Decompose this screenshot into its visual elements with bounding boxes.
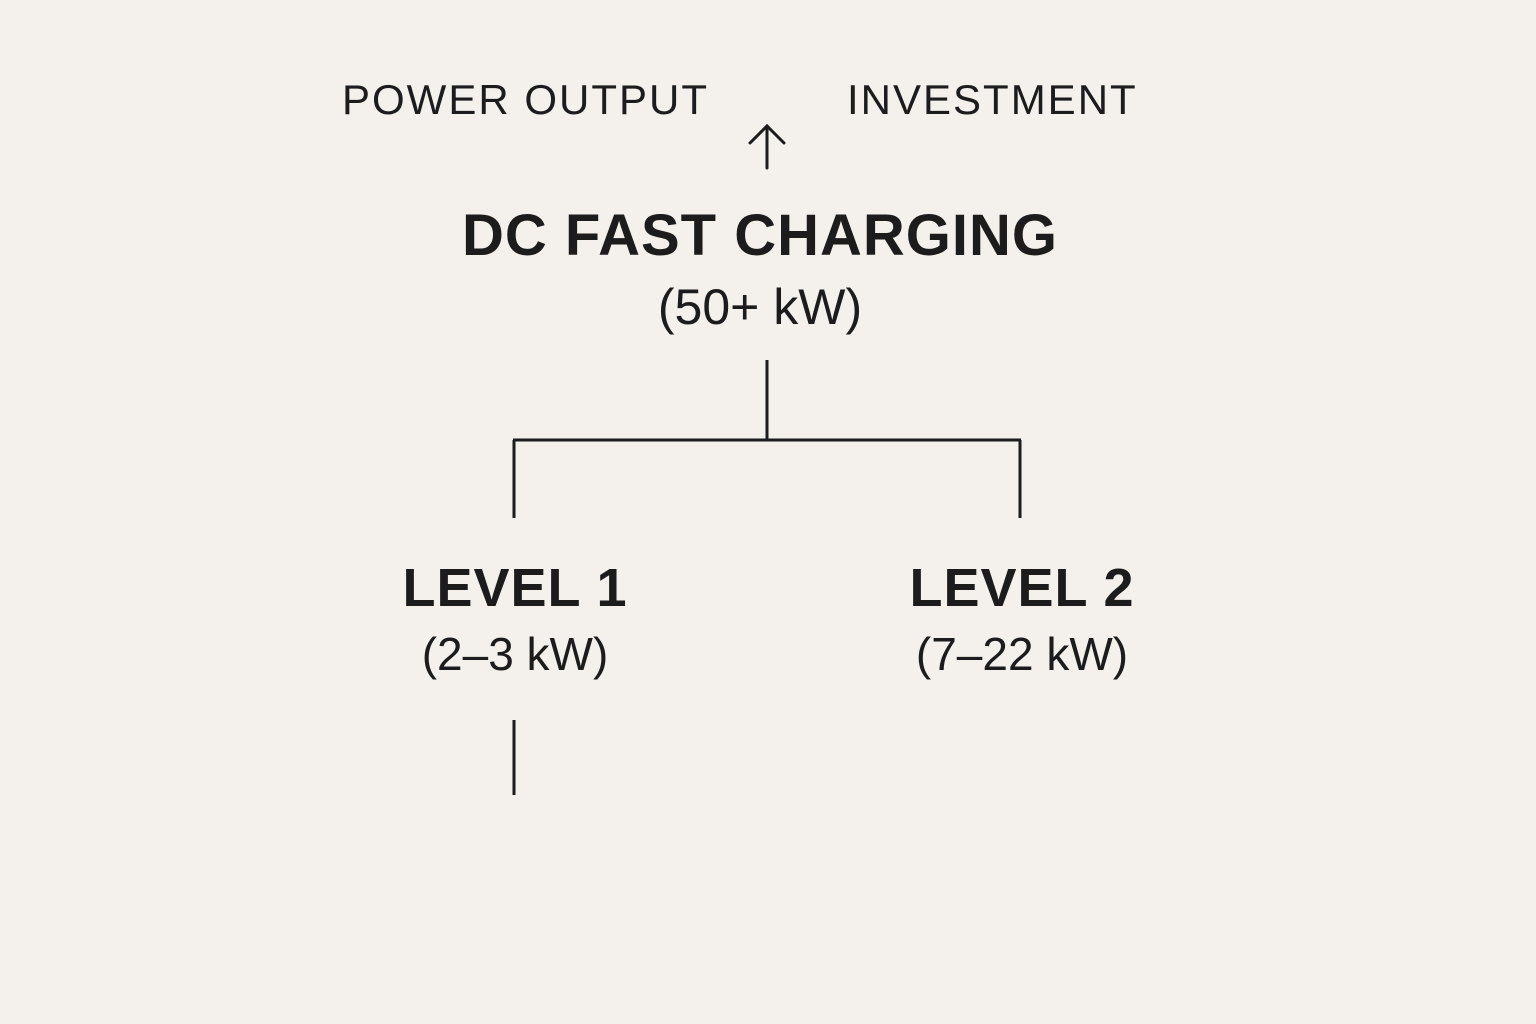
axis-label-investment: INVESTMENT — [847, 76, 1138, 123]
node-power: (7–22 kW) — [915, 628, 1129, 680]
node-power: (50+ kW) — [657, 279, 863, 335]
node-level-1: LEVEL 1 (2–3 kW) — [315, 558, 715, 682]
node-dc-fast-charging: DC FAST CHARGING (50+ kW) — [360, 204, 1160, 338]
node-power: (2–3 kW) — [421, 628, 609, 680]
node-title: DC FAST CHARGING — [462, 203, 1058, 268]
axis-label-power-output: POWER OUTPUT — [342, 76, 709, 123]
node-title: LEVEL 2 — [909, 558, 1135, 618]
node-level-2: LEVEL 2 (7–22 kW) — [822, 558, 1222, 682]
node-title: LEVEL 1 — [402, 558, 628, 618]
arrow-up-icon — [748, 123, 786, 170]
